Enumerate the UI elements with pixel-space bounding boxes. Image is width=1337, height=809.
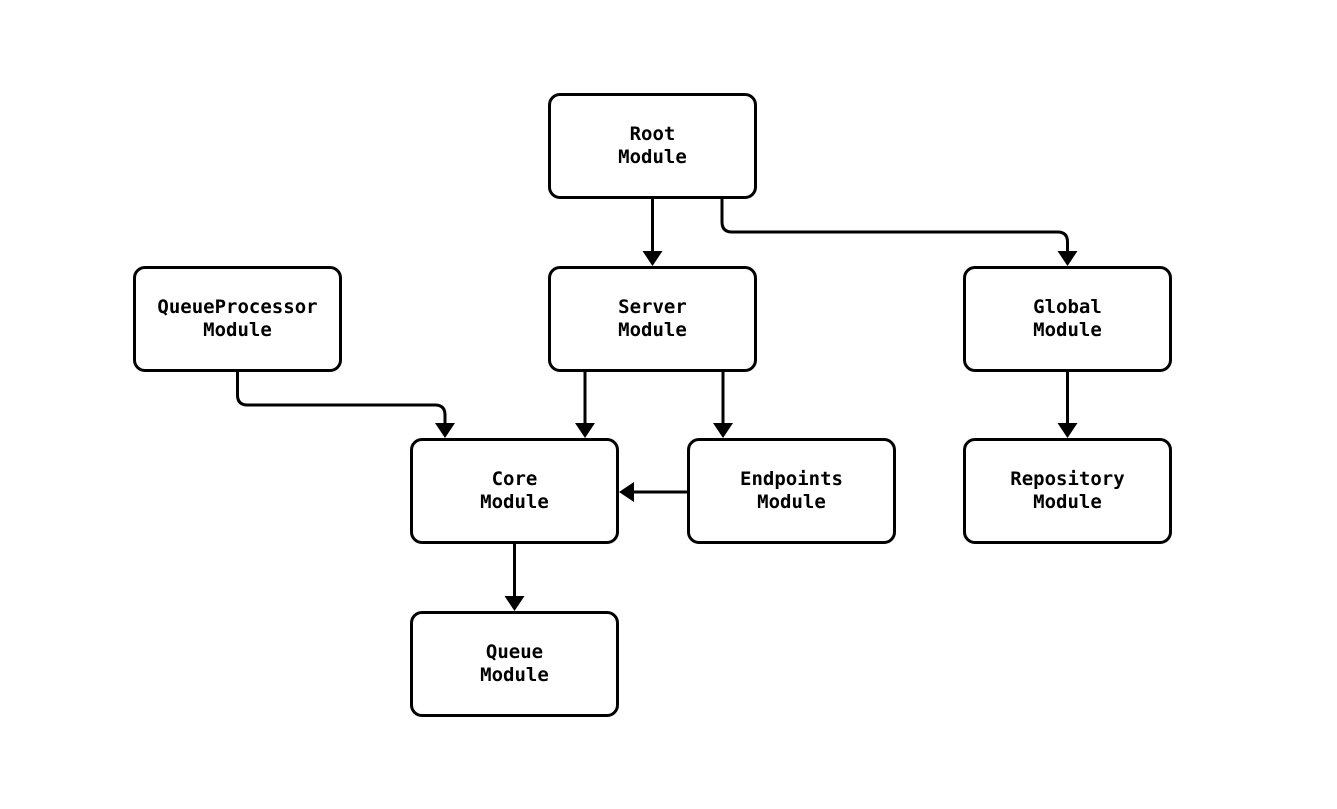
arrowhead-icon [435,423,455,438]
node-global-module: Global Module [963,266,1172,372]
edge-server-core [575,372,595,438]
node-repository-module-label: Repository Module [1010,468,1125,513]
node-queue-module-label: Queue Module [480,641,549,686]
node-server-module-label: Server Module [618,296,687,341]
edge-core-queue [504,544,525,611]
edge-global-repository [1057,372,1078,438]
arrowhead-icon [713,423,733,438]
node-server-module: Server Module [548,266,757,372]
edge-server-endpoints [713,372,733,438]
arrowhead-icon [619,482,634,502]
arrowhead-icon [642,251,663,266]
node-queue-module: Queue Module [410,611,619,717]
node-core-module: Core Module [410,438,619,544]
node-queueprocessor-module-label: QueueProcessor Module [157,296,318,341]
node-core-module-label: Core Module [480,468,549,513]
arrowhead-icon [504,596,525,611]
node-endpoints-module: Endpoints Module [687,438,896,544]
edge-line [236,372,447,426]
node-endpoints-module-label: Endpoints Module [740,468,843,513]
edge-root-global [720,199,1078,266]
node-root-module-label: Root Module [618,123,687,168]
edge-endpoints-core [619,482,687,502]
arrowhead-icon [1057,423,1078,438]
edge-queueprocessor-core [236,372,455,438]
node-root-module: Root Module [548,93,757,199]
arrowhead-icon [575,423,595,438]
node-queueprocessor-module: QueueProcessor Module [133,266,342,372]
edge-root-server [642,199,663,266]
edge-line [720,199,1069,254]
node-global-module-label: Global Module [1033,296,1102,341]
node-repository-module: Repository Module [963,438,1172,544]
arrowhead-icon [1057,251,1078,266]
